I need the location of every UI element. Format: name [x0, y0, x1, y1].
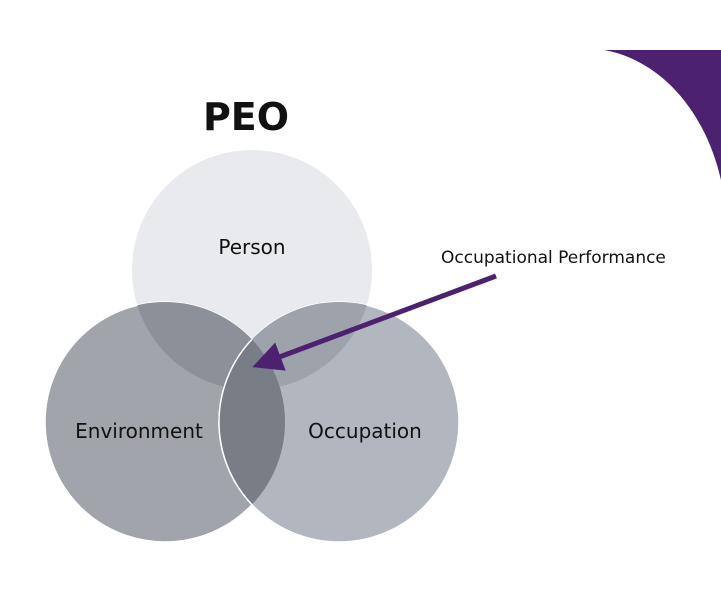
occupation-label: Occupation	[308, 419, 422, 443]
person-environment-overlap	[132, 302, 285, 390]
diagram-title: PEO	[203, 95, 289, 139]
corner-decoration	[604, 50, 721, 180]
occupational-performance-label: Occupational Performance	[441, 248, 666, 268]
environment-label: Environment	[75, 419, 203, 443]
callout-arrow	[252, 273, 497, 371]
person-label: Person	[218, 235, 285, 259]
